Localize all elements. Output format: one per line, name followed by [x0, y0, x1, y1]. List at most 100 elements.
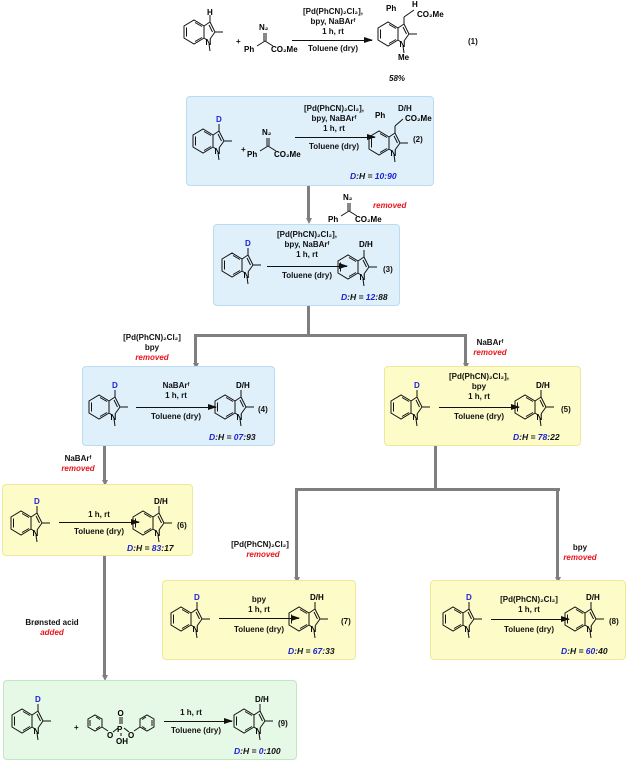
reaction-box-9: D N + O P O OH O 1 h, rt Toluene (dry) D…	[3, 680, 297, 760]
svg-text:D: D	[216, 115, 222, 124]
product-5: D/H N	[514, 381, 555, 427]
indole-substrate-d: D N	[10, 497, 51, 543]
reaction-arrow-2	[295, 134, 376, 140]
indole-substrate-h: H N	[183, 8, 224, 52]
svg-text:N: N	[391, 149, 397, 158]
reaction-arrow-7	[219, 615, 300, 621]
svg-text:D: D	[112, 381, 118, 390]
svg-text:D: D	[35, 695, 41, 704]
product-4: D/H N	[214, 381, 255, 427]
connector-3-4	[194, 334, 197, 364]
svg-text:P: P	[117, 725, 123, 734]
svg-text:N₂: N₂	[343, 193, 353, 202]
reaction-box-2: D N + N₂ Ph CO₂Me [Pd(PhCN)₂Cl₂], bpy, N…	[186, 96, 434, 186]
conditions-7: bpy 1 h, rt	[248, 595, 270, 614]
conditions-5: [Pd(PhCN)₂Cl₂], bpy 1 h, rt	[449, 372, 509, 401]
removed-diazo-reagent: N₂ Ph CO₂Me	[328, 193, 382, 224]
conditions-2: [Pd(PhCN)₂Cl₂], bpy, NaBArᶠ 1 h, rt	[304, 104, 364, 133]
svg-text:N: N	[311, 625, 317, 634]
dh-ratio-9: D:H = 0:100	[234, 746, 281, 756]
h-label: H	[207, 8, 213, 17]
svg-text:D: D	[414, 381, 420, 390]
svg-text:D/H: D/H	[236, 381, 250, 390]
transition-6-9-label: Brønsted acid added	[25, 618, 79, 637]
transition-3-4-label: [Pd(PhCN)₂Cl₂] bpy removed	[123, 333, 181, 362]
reaction-arrow-1	[292, 37, 373, 43]
reaction-box-3: D N [Pd(PhCN)₂Cl₂], bpy, NaBArᶠ 1 h, rt …	[213, 224, 400, 306]
dh-ratio-2: D:H = 10:90	[350, 171, 397, 181]
svg-text:CO₂Me: CO₂Me	[355, 215, 382, 224]
svg-text:D/H: D/H	[398, 104, 412, 113]
solvent-1: Toluene (dry)	[307, 44, 359, 53]
product-7: D/H N	[288, 593, 329, 639]
transition-3-5-label: NaBArᶠ removed	[473, 338, 507, 357]
connector-3-trunk	[307, 306, 310, 336]
dh-ratio-7: D:H = 67:33	[288, 646, 335, 656]
svg-text:N: N	[111, 413, 117, 422]
connector-3-5	[464, 334, 467, 364]
removed-label-2-3: removed	[373, 201, 407, 210]
svg-text:O: O	[128, 731, 134, 740]
svg-text:Ph: Ph	[328, 215, 338, 224]
reaction-arrow-3	[267, 263, 348, 269]
connector-arrowhead	[101, 675, 108, 681]
n2-label: N₂	[259, 23, 269, 32]
svg-text:N: N	[33, 529, 39, 538]
connector-4-6	[103, 446, 106, 482]
indole-substrate-d: D N	[170, 593, 211, 639]
indole-substrate-d: D N	[192, 115, 233, 161]
connector-arrowhead	[101, 480, 108, 486]
svg-text:Ph: Ph	[386, 4, 396, 13]
svg-text:Ph: Ph	[375, 111, 385, 120]
svg-text:CO₂Me: CO₂Me	[405, 114, 432, 123]
svg-text:OH: OH	[116, 737, 128, 746]
reaction-box-7: D N bpy 1 h, rt Toluene (dry) D/H N (7) …	[162, 580, 356, 660]
svg-text:D: D	[194, 593, 200, 602]
svg-text:N: N	[360, 273, 366, 282]
svg-text:H: H	[412, 0, 418, 9]
plus-sign: +	[236, 37, 241, 46]
transition-5-8-label: bpy removed	[563, 543, 597, 562]
equation-number-1: (1)	[468, 37, 478, 46]
svg-text:D/H: D/H	[255, 695, 269, 704]
svg-text:N₂: N₂	[262, 128, 272, 137]
svg-text:D/H: D/H	[154, 497, 168, 506]
reaction-arrow-4	[136, 404, 217, 410]
svg-text:N: N	[237, 413, 243, 422]
svg-text:N: N	[155, 529, 161, 538]
svg-text:N: N	[215, 147, 221, 156]
svg-text:D/H: D/H	[359, 240, 373, 249]
dh-ratio-4: D:H = 07:93	[209, 432, 256, 442]
diazo-reagent: N₂ Ph CO₂Me	[244, 23, 298, 54]
product-3: D/H N	[337, 240, 378, 287]
svg-text:O: O	[107, 731, 113, 740]
ph-label: Ph	[244, 45, 254, 54]
conditions-1: [Pd(PhCN)₂Cl₂], bpy, NaBArᶠ 1 h, rt	[303, 7, 363, 36]
indole-substrate-d: D N	[88, 381, 129, 427]
connector-5-horizontal	[296, 488, 560, 491]
svg-text:N: N	[587, 625, 593, 634]
reaction-box-4: D N NaBArᶠ 1 h, rt Toluene (dry) D/H N (…	[82, 366, 275, 446]
indole-substrate-d: D N	[442, 593, 483, 639]
svg-text:CO₂Me: CO₂Me	[417, 10, 444, 19]
conditions-4: NaBArᶠ 1 h, rt	[162, 381, 190, 400]
conditions-9: 1 h, rt	[180, 708, 202, 717]
indole-substrate-d: D N	[390, 381, 431, 427]
dh-ratio-6: D:H = 83:17	[127, 543, 174, 553]
svg-text:D/H: D/H	[310, 593, 324, 602]
svg-text:N: N	[400, 40, 406, 49]
dh-ratio-5: D:H = 78:22	[513, 432, 560, 442]
connector-2-3	[307, 186, 310, 218]
svg-text:N: N	[413, 413, 419, 422]
connector-3-horizontal	[194, 334, 466, 337]
conditions-3: [Pd(PhCN)₂Cl₂], bpy, NaBArᶠ 1 h, rt	[277, 230, 337, 259]
svg-text:O: O	[118, 709, 124, 718]
svg-text:N: N	[244, 271, 250, 280]
connector-6-9	[103, 556, 106, 676]
reaction-box-5: D N [Pd(PhCN)₂Cl₂], bpy 1 h, rt Toluene …	[384, 366, 581, 446]
svg-text:Ph: Ph	[247, 150, 257, 159]
reaction-arrow-8	[491, 616, 570, 622]
indole-substrate-d: D N	[221, 239, 262, 285]
connector-arrowhead	[305, 218, 312, 224]
svg-text:CO₂Me: CO₂Me	[274, 150, 301, 159]
